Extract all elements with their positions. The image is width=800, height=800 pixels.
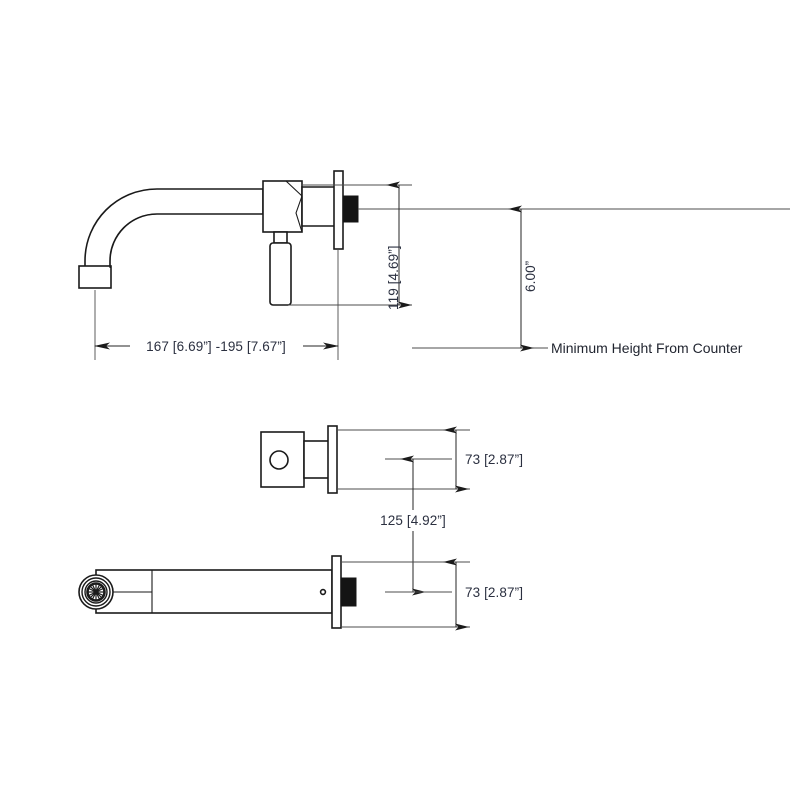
dimension-label-center-distance: 125 [4.92”] <box>380 513 446 528</box>
escutcheon-plate-plan <box>331 555 342 629</box>
dimension-label-spout-offset: 73 [2.87”] <box>465 585 523 600</box>
handle-body <box>260 431 305 488</box>
wall-stub-plan <box>340 577 357 607</box>
dimension-label-min-height: 6.00” <box>523 261 538 292</box>
dimension-spout-reach: 167 [6.69”] -195 [7.67”] <box>94 339 339 354</box>
dimension-label-spout-reach: 167 [6.69”] -195 [7.67”] <box>146 339 286 354</box>
minimum-height-note: Minimum Height From Counter <box>551 340 743 356</box>
dimension-handle-offset: 73 [2.87”] <box>443 426 523 493</box>
spout-tube <box>78 188 264 289</box>
dimension-label-handle-offset: 73 [2.87”] <box>465 452 523 467</box>
escutcheon-plate-front <box>327 425 338 494</box>
dimension-spout-offset: 73 [2.87”] <box>443 558 523 631</box>
view-front-elevation: 73 [2.87”] 125 [4.92”] <box>260 425 523 596</box>
wall-stub <box>342 195 359 223</box>
dimension-center-distance: 125 [4.92”] <box>380 455 446 596</box>
aerator <box>78 574 114 610</box>
dimension-spout-height: 119 [4.69”] <box>386 181 412 310</box>
view-side-elevation: 119 [4.69”] 6.00” Minimum Height From Co… <box>78 170 790 360</box>
handle-pivot-hole <box>269 450 289 470</box>
set-screw <box>319 588 327 596</box>
spout-barrel <box>95 569 333 614</box>
valve-body <box>262 180 303 233</box>
lever-handle <box>269 231 292 306</box>
handle-neck <box>303 440 332 479</box>
dimension-label-spout-height: 119 [4.69”] <box>386 245 401 310</box>
wall-inlet <box>301 186 338 227</box>
dimension-min-height: 6.00” <box>508 205 538 352</box>
view-plan: 73 [2.87”] <box>78 555 523 631</box>
escutcheon-plate <box>333 170 344 250</box>
